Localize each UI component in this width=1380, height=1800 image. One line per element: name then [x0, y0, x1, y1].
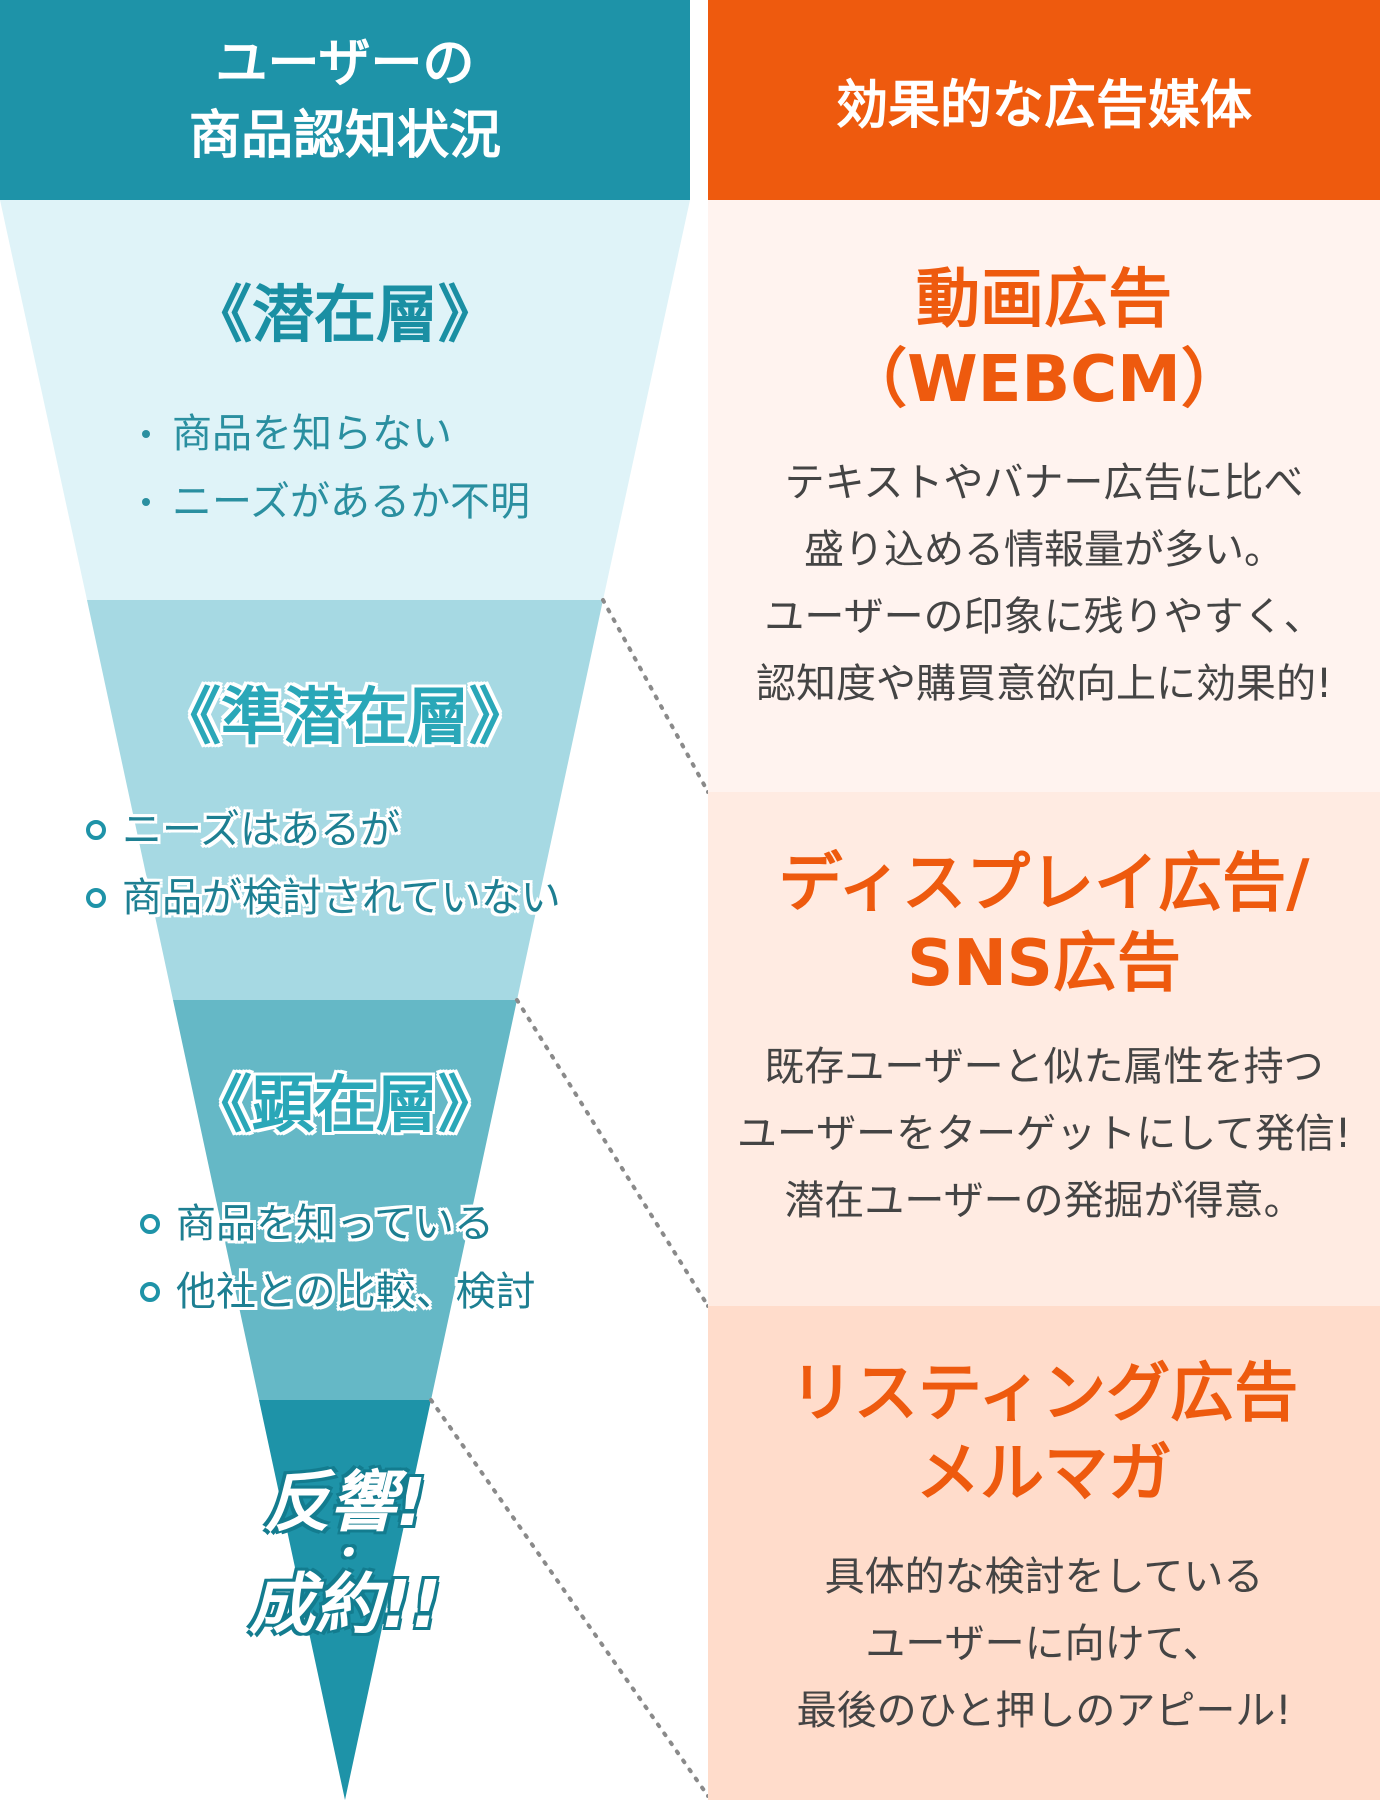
bullet-dot-icon — [142, 430, 150, 438]
bullet-item: 商品を知らない — [130, 400, 530, 468]
bullet-ring-icon — [140, 1214, 160, 1234]
bullet-item: 他社との比較、検討 — [140, 1258, 536, 1326]
ad-title-line: リスティング広告 — [789, 1357, 1299, 1431]
ad-desc-line: ユーザーの印象に残りやすく、 — [764, 594, 1324, 640]
conversion-separator: ・ — [325, 1531, 365, 1577]
tier-manifest-title: 《顕在層》 — [189, 1068, 500, 1141]
ad-title-line: SNS広告 — [907, 927, 1181, 1001]
ad-title: ディスプレイ広告/ SNS広告 — [708, 844, 1380, 1004]
bullet-text: 商品が検討されていない — [122, 875, 561, 921]
ad-title-line: 動画広告 — [916, 263, 1172, 337]
ad-panel-display-sns: ディスプレイ広告/ SNS広告 既存ユーザーと似た属性を持つ ユーザーをターゲッ… — [708, 792, 1380, 1306]
bullet-text: 商品を知っている — [176, 1201, 494, 1247]
bullet-item: 商品を知っている — [140, 1190, 536, 1258]
effective-media-header: 効果的な広告媒体 — [708, 0, 1380, 200]
bullet-ring-icon — [86, 888, 106, 908]
ad-title-line: （WEBCM） — [843, 343, 1245, 417]
header-right-label: 効果的な広告媒体 — [835, 75, 1252, 136]
header-left-line1: ユーザーの — [215, 34, 475, 94]
ad-desc-line: 具体的な検討をしている — [824, 1554, 1264, 1600]
bullet-text: ニーズはあるが — [122, 807, 400, 853]
bullet-dot-icon — [142, 498, 150, 506]
header-left-line2: 商品認知状況 — [188, 106, 501, 166]
funnel-tier-semi-latent — [87, 600, 603, 1000]
ad-title: リスティング広告 メルマガ — [708, 1354, 1380, 1514]
funnel-tier-latent — [0, 200, 690, 600]
bullet-ring-icon — [86, 820, 106, 840]
funnel-tier-manifest — [173, 1000, 517, 1400]
tier-latent-bullets: 商品を知らない ニーズがあるか不明 — [130, 400, 530, 536]
conversion-line2: 成約!! — [248, 1566, 442, 1643]
ad-description: テキストやバナー広告に比べ 盛り込める情報量が多い。 ユーザーの印象に残りやすく… — [708, 450, 1380, 718]
conversion-label: 反響! ・ 成約!! — [190, 1462, 500, 1646]
bullet-text: 商品を知らない — [172, 411, 452, 457]
ad-title: 動画広告 （WEBCM） — [708, 260, 1380, 420]
bullet-text: ニーズがあるか不明 — [172, 479, 530, 525]
ad-desc-line: 認知度や購買意欲向上に効果的! — [755, 661, 1333, 707]
bullet-item: ニーズはあるが — [86, 796, 561, 864]
ad-title-line: メルマガ — [916, 1437, 1172, 1511]
ad-panel-listing-mailmag: リスティング広告 メルマガ 具体的な検討をしている ユーザーに向けて、 最後のひ… — [708, 1306, 1380, 1800]
tier-semi-latent-title: 《準潜在層》 — [158, 680, 531, 753]
ad-description: 既存ユーザーと似た属性を持つ ユーザーをターゲットにして発信! 潜在ユーザーの発… — [708, 1034, 1380, 1235]
connector-line-3 — [429, 1398, 710, 1798]
ad-desc-line: 潜在ユーザーの発掘が得意。 — [784, 1178, 1304, 1224]
user-awareness-header: ユーザーの 商品認知状況 — [0, 0, 690, 200]
ad-description: 具体的な検討をしている ユーザーに向けて、 最後のひと押しのアピール! — [708, 1544, 1380, 1745]
ad-desc-line: テキストやバナー広告に比べ — [784, 460, 1304, 506]
ad-panel-video: 動画広告 （WEBCM） テキストやバナー広告に比べ 盛り込める情報量が多い。 … — [708, 200, 1380, 792]
connector-line-2 — [515, 998, 710, 1308]
connector-line-1 — [601, 598, 710, 794]
ad-desc-line: 既存ユーザーと似た属性を持つ — [764, 1044, 1324, 1090]
bullet-ring-icon — [140, 1282, 160, 1302]
tier-manifest-bullets: 商品を知っている 他社との比較、検討 — [140, 1190, 536, 1326]
tier-latent-title: 《潜在層》 — [189, 278, 500, 351]
ad-title-line: ディスプレイ広告/ — [778, 847, 1310, 921]
bullet-item: ニーズがあるか不明 — [130, 468, 530, 536]
ad-desc-line: 最後のひと押しのアピール! — [796, 1688, 1292, 1734]
bullet-item: 商品が検討されていない — [86, 864, 561, 932]
tier-semi-latent-bullets: ニーズはあるが 商品が検討されていない — [86, 796, 561, 932]
funnel-tier-conversion — [259, 1400, 431, 1800]
conversion-line1: 反響! — [263, 1464, 427, 1541]
bullet-text: 他社との比較、検討 — [176, 1269, 536, 1315]
ad-desc-line: 盛り込める情報量が多い。 — [804, 527, 1284, 573]
ad-desc-line: ユーザーをターゲットにして発信! — [736, 1111, 1352, 1157]
ad-desc-line: ユーザーに向けて、 — [865, 1621, 1223, 1667]
